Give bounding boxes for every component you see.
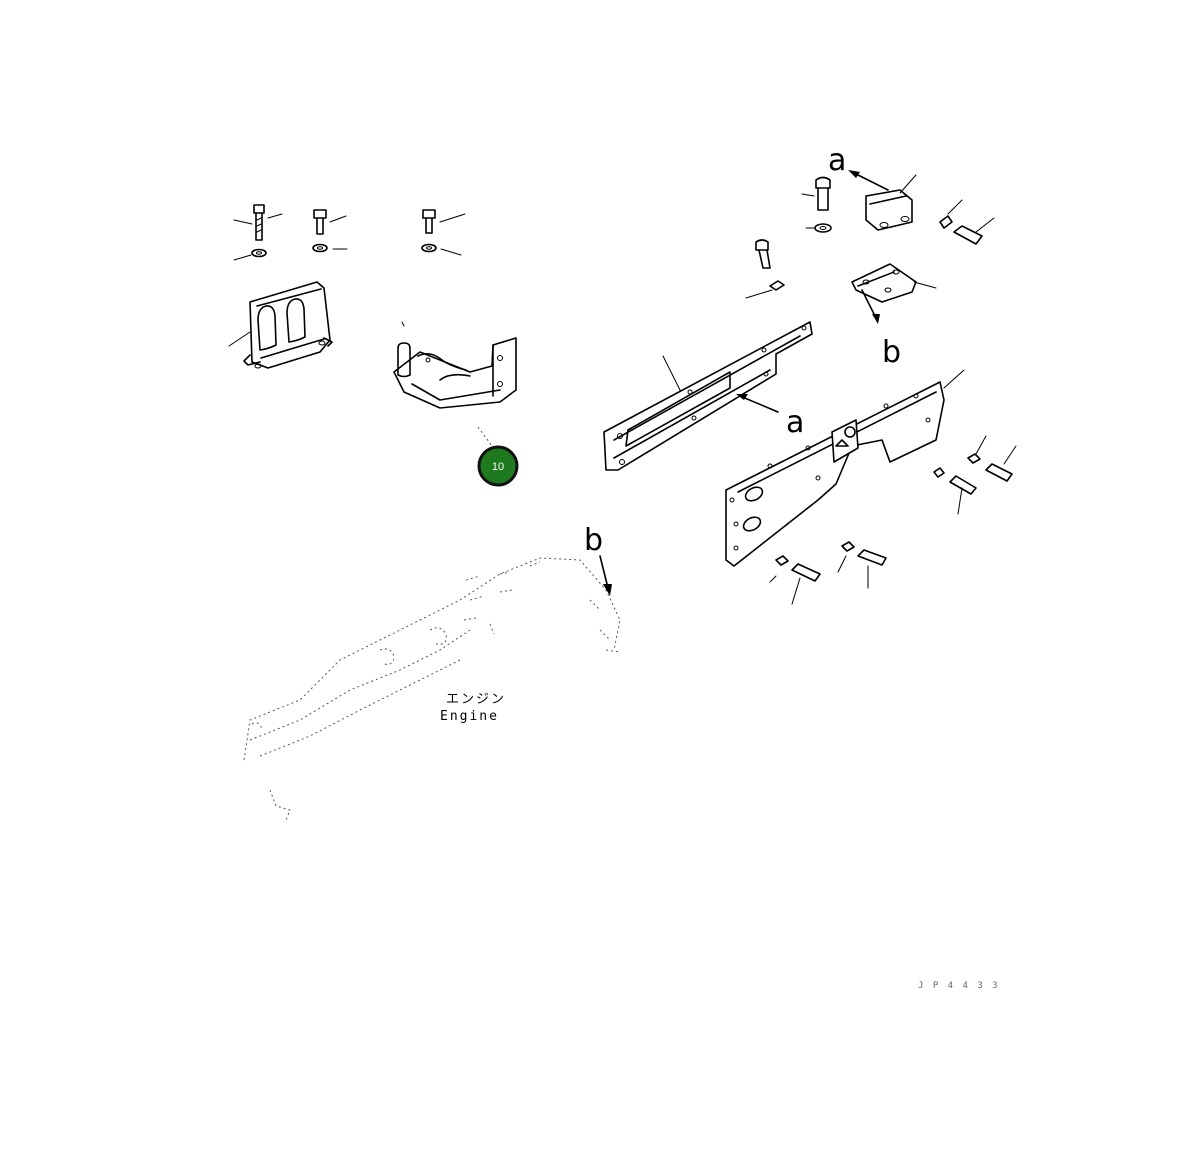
bolt-3 [422, 209, 466, 234]
small-bolt-top-right [939, 199, 995, 245]
bolt-5 [755, 239, 771, 269]
arrow-a-top [848, 170, 889, 191]
callout-a-middle: a [786, 405, 804, 440]
nut-bottom-1 [769, 555, 789, 583]
bolt-4 [801, 176, 831, 211]
engine-outline [243, 557, 621, 821]
bolt-right-1 [985, 445, 1017, 482]
drawing-code: J P 4 4 3 3 [918, 981, 1000, 991]
slotted-bracket [228, 281, 333, 369]
nut-right-2 [933, 467, 945, 478]
washer-4 [805, 223, 832, 233]
nut-bottom-2 [837, 541, 855, 573]
washer-3 [421, 243, 462, 256]
bolt-2 [313, 209, 347, 235]
arrow-b-right [861, 289, 880, 324]
cover-plate [725, 369, 965, 567]
hotspot-number: 10 [492, 461, 504, 473]
hotspot-circle[interactable] [477, 445, 519, 487]
bolt-1 [233, 204, 283, 241]
hose-bracket [393, 321, 517, 447]
bolt-right-2 [949, 475, 977, 515]
callout-b-center: b [584, 523, 603, 558]
angle-bracket-b [851, 263, 937, 303]
callout-b-right: b [882, 335, 901, 370]
washer-2 [312, 243, 348, 253]
washer-1 [233, 248, 267, 261]
angle-bracket-a [865, 174, 917, 231]
nut-5 [745, 280, 785, 299]
engine-label-en: Engine [440, 709, 499, 724]
callout-a-top: a [828, 143, 846, 178]
engine-label-jp: エンジン [446, 692, 506, 707]
long-plate [603, 321, 813, 471]
arrow-a-middle [736, 394, 779, 413]
bolt-bottom-2 [857, 549, 887, 589]
nut-right-1 [967, 435, 987, 464]
arrow-b-center [599, 555, 612, 596]
bolt-bottom-1 [791, 563, 821, 605]
part-hotspot-10[interactable]: 10 [477, 445, 519, 487]
